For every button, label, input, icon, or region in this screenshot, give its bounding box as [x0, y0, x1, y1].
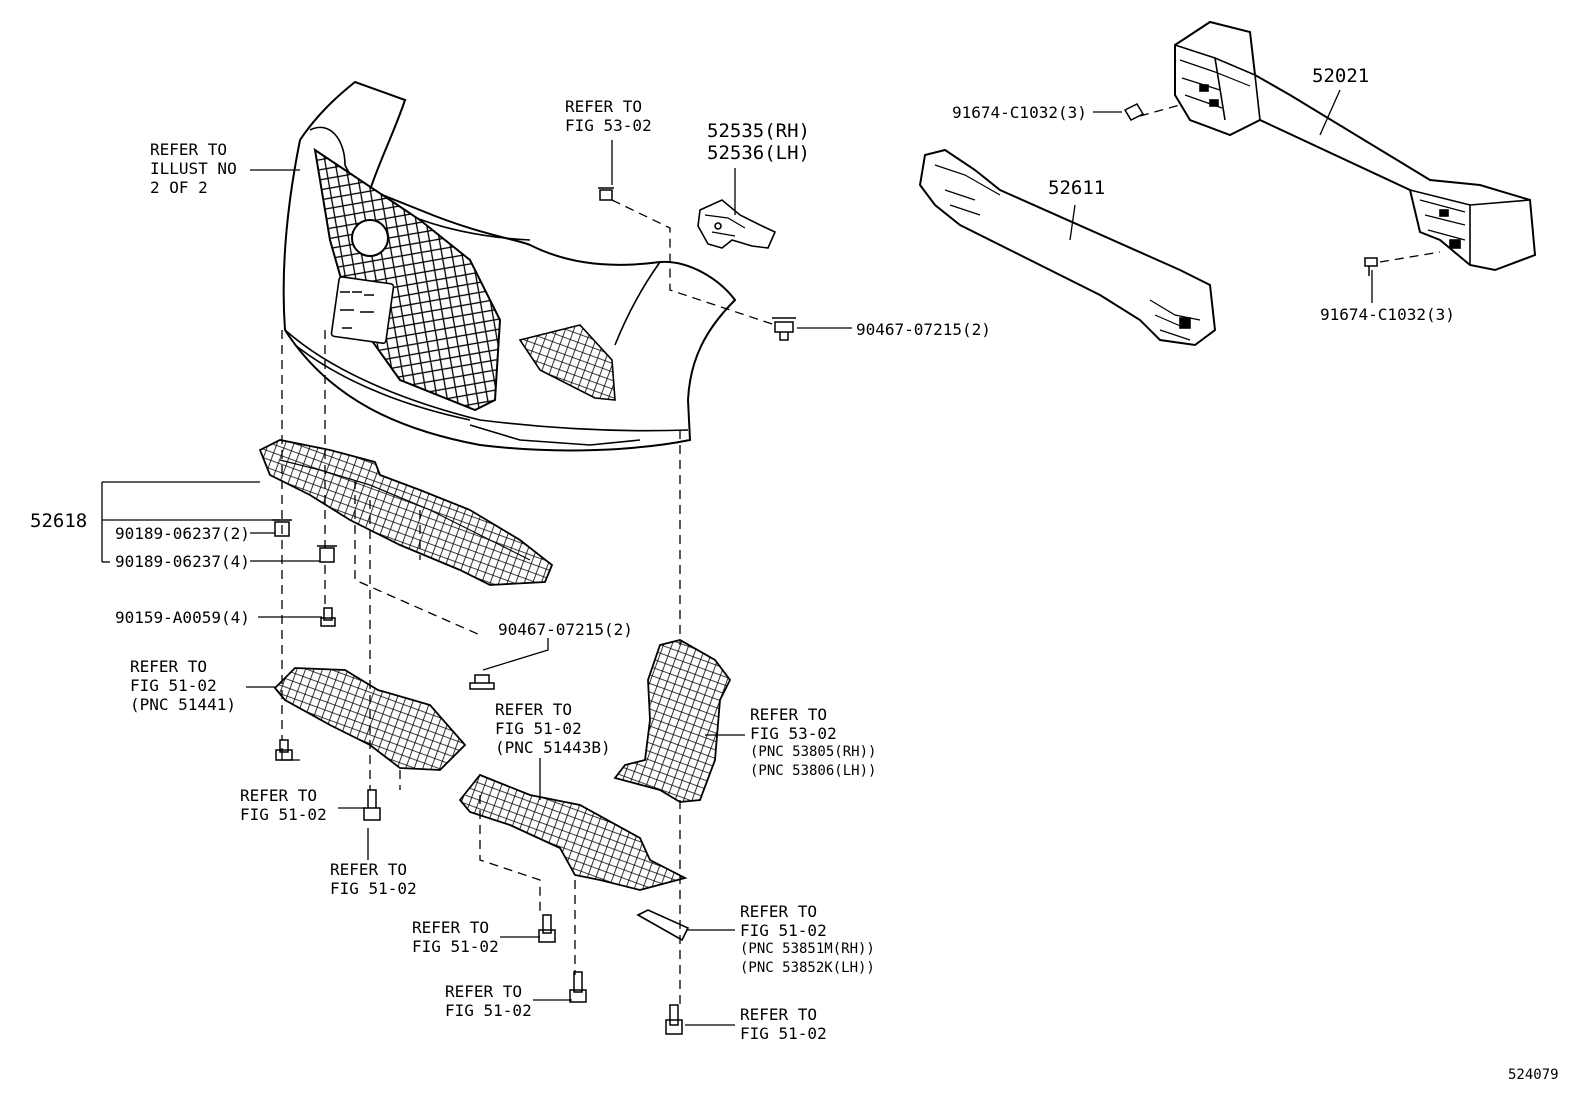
label-refer-51441: REFER TO FIG 51-02 (PNC 51441)	[130, 657, 236, 714]
label-90467-upper: 90467-07215(2)	[856, 320, 991, 339]
under-cover-51443b	[458, 773, 688, 891]
label-refer-fig-53-02-top: REFER TO FIG 53-02	[565, 97, 652, 135]
leader-lines	[101, 89, 1373, 1026]
fender-liner-53805	[613, 639, 732, 803]
label-refer-51443b: REFER TO FIG 51-02 (PNC 51443B)	[495, 700, 611, 757]
label-refer-53851: REFER TO FIG 51-02 (PNC 53851M(RH)) (PNC…	[740, 902, 875, 976]
label-90189-b: 90189-06237(4)	[115, 552, 250, 571]
label-90189-a: 90189-06237(2)	[115, 524, 250, 543]
fasteners	[272, 103, 1378, 1035]
label-90159: 90159-A0059(4)	[115, 608, 250, 627]
label-90467-lower: 90467-07215(2)	[498, 620, 633, 639]
label-refer-51-02-d: REFER TO FIG 51-02	[445, 982, 532, 1020]
figure-id: 524079	[1508, 1067, 1559, 1083]
absorber-52611	[918, 148, 1217, 347]
label-52611: 52611	[1048, 177, 1106, 199]
label-52536: 52536(LH)	[707, 142, 810, 164]
reinforcement-52021	[1174, 20, 1537, 272]
bracket-52535	[697, 199, 777, 249]
dashed-guides	[281, 104, 1441, 1005]
label-refer-53805: REFER TO FIG 53-02 (PNC 53805(RH)) (PNC …	[750, 705, 877, 779]
label-52535: 52535(RH)	[707, 120, 810, 142]
label-refer-51-02-b: REFER TO FIG 51-02	[330, 860, 417, 898]
bracket-53851m	[636, 909, 690, 942]
label-refer-illust: REFER TO ILLUST NO 2 OF 2	[150, 140, 237, 197]
label-refer-51-02-e: REFER TO FIG 51-02	[740, 1005, 827, 1043]
label-refer-51-02-a: REFER TO FIG 51-02	[240, 786, 327, 824]
label-91674-right: 91674-C1032(3)	[1320, 305, 1455, 324]
label-52021: 52021	[1312, 65, 1370, 87]
label-52618: 52618	[30, 510, 88, 532]
label-refer-51-02-c: REFER TO FIG 51-02	[412, 918, 499, 956]
bumper-cover	[282, 80, 737, 452]
label-91674-top: 91674-C1032(3)	[952, 103, 1087, 122]
under-cover-52618	[258, 439, 554, 586]
